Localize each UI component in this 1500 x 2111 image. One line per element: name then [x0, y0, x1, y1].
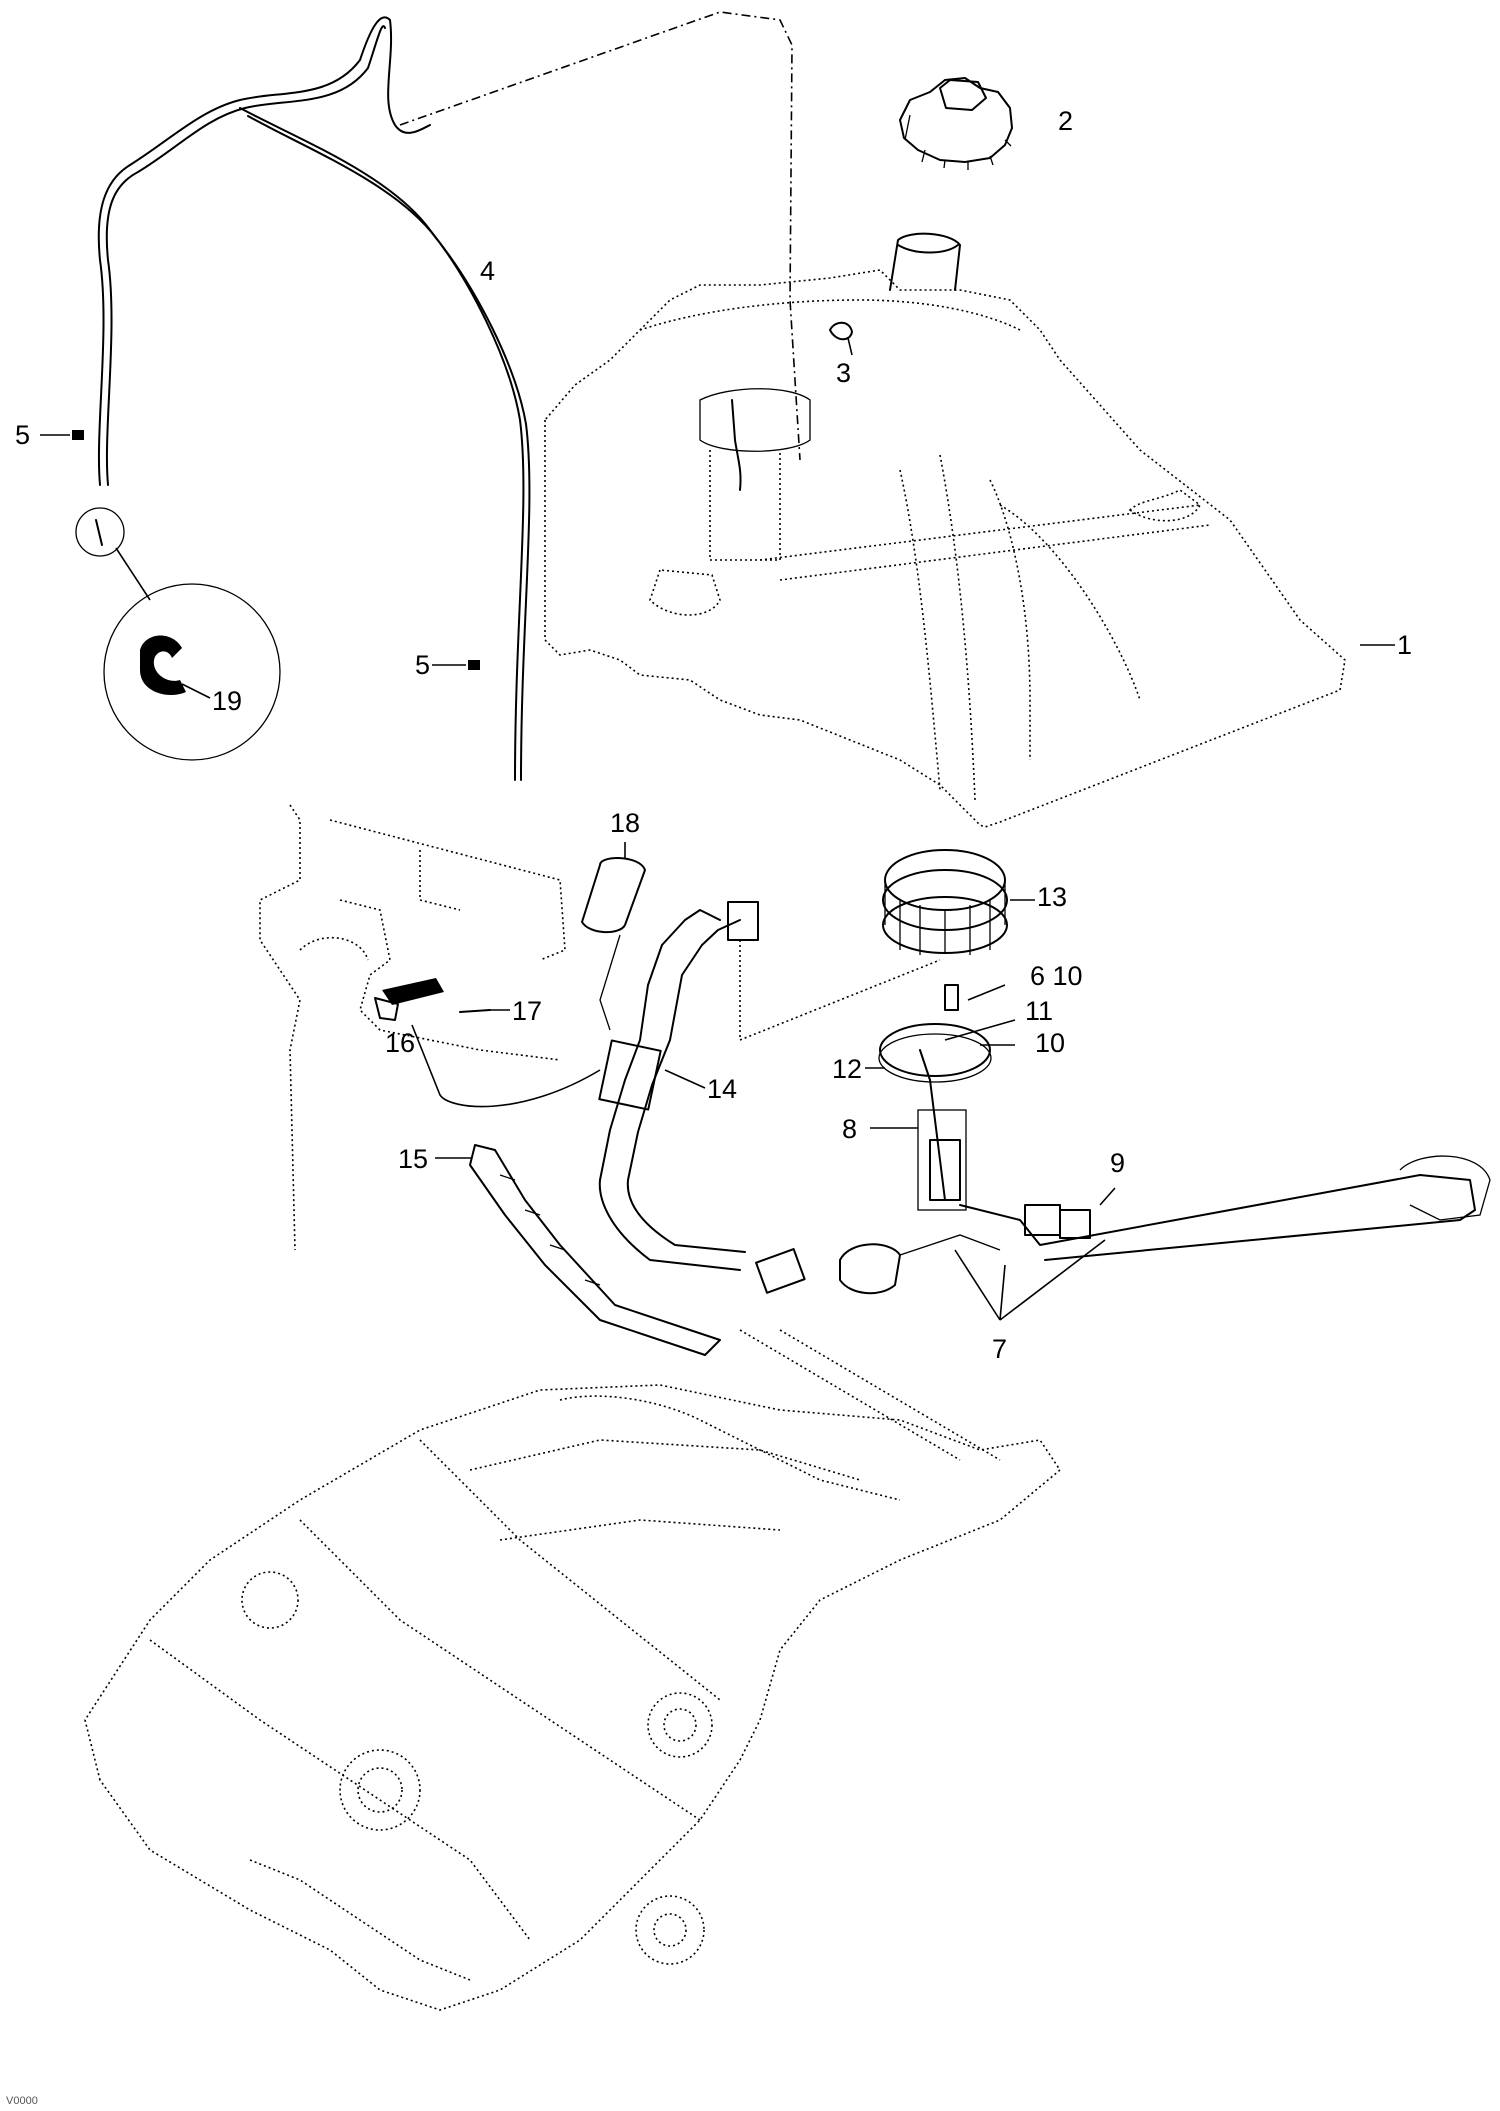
lock-ring-part-13: [882, 849, 1035, 955]
fuel-tank-part-1: [544, 232, 1395, 828]
callout-7: 7: [992, 1334, 1007, 1364]
fuel-cap-part-2: [899, 77, 1013, 170]
callout-10: 10: [1035, 1028, 1065, 1058]
clip-part-5: [40, 430, 480, 670]
fuel-pump-module: [865, 984, 1016, 1211]
callout-13: 13: [1037, 882, 1067, 912]
callout-19: 19: [212, 686, 242, 716]
callout-11: 11: [1025, 996, 1053, 1026]
fuel-level-sender-part-7-9: [839, 1155, 1491, 1321]
callout-12: 12: [832, 1054, 862, 1084]
callout-17: 17: [512, 996, 542, 1026]
bracket-screw-part-16-17: [259, 804, 941, 1251]
callout-8: 8: [842, 1114, 857, 1144]
callout-16: 16: [385, 1028, 415, 1058]
callout-15: 15: [398, 1144, 428, 1174]
footer-code: V0000: [6, 2095, 38, 2107]
callout-labels: 1 2 3 4 5 5 6 10 7 8 9 10 11 12 13 14 15…: [6, 106, 1412, 2107]
callout-4: 4: [480, 256, 495, 286]
callout-6-10: 6 10: [1030, 961, 1083, 991]
callout-1: 1: [1397, 630, 1412, 660]
vent-hose-part-4: [97, 11, 801, 781]
hose-sleeve-part-18: [581, 842, 646, 1031]
callout-5a: 5: [15, 420, 30, 450]
protector-part-15: [435, 1144, 721, 1356]
callout-2: 2: [1058, 106, 1073, 136]
callout-3: 3: [836, 358, 851, 388]
callout-18: 18: [610, 808, 640, 838]
callout-5b: 5: [415, 650, 430, 680]
callout-9: 9: [1110, 1148, 1125, 1178]
engine-assembly: [84, 1329, 1062, 2011]
detail-view-part-19: [75, 507, 281, 761]
fuel-hose-part-14: [598, 901, 806, 1294]
clamp-part-3: [829, 321, 853, 356]
callout-14: 14: [707, 1074, 737, 1104]
